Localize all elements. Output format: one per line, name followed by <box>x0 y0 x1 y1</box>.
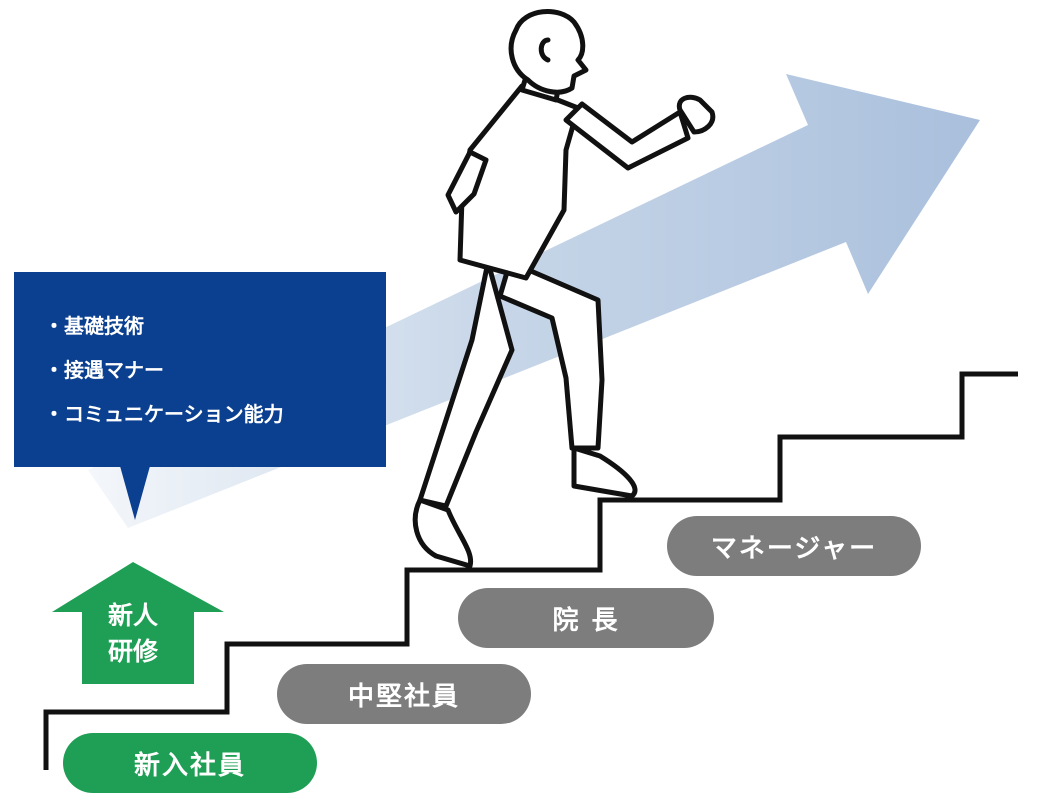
step-new-employee: 新入社員 <box>63 733 317 793</box>
callout-item-communication: ・コミュニケーション能力 <box>44 402 284 426</box>
training-arrow-icon <box>52 562 224 684</box>
training-label-line2: 研修 <box>107 637 158 666</box>
training-label-line1: 新人 <box>107 601 158 630</box>
step-director: 院 長 <box>458 588 714 648</box>
step-mid-level-employee: 中堅社員 <box>277 664 531 724</box>
callout-pointer <box>120 466 150 520</box>
skills-callout: ・基礎技術 ・接遇マナー ・コミュニケーション能力 <box>14 272 386 467</box>
training-arrow-label: 新人 研修 <box>72 598 194 680</box>
callout-item-basic-skills: ・基礎技術 <box>44 314 144 338</box>
callout-item-hospitality: ・接遇マナー <box>44 358 164 382</box>
stairs-icon <box>43 371 1018 770</box>
climbing-person-icon <box>412 9 716 569</box>
step-manager: マネージャー <box>667 516 921 576</box>
